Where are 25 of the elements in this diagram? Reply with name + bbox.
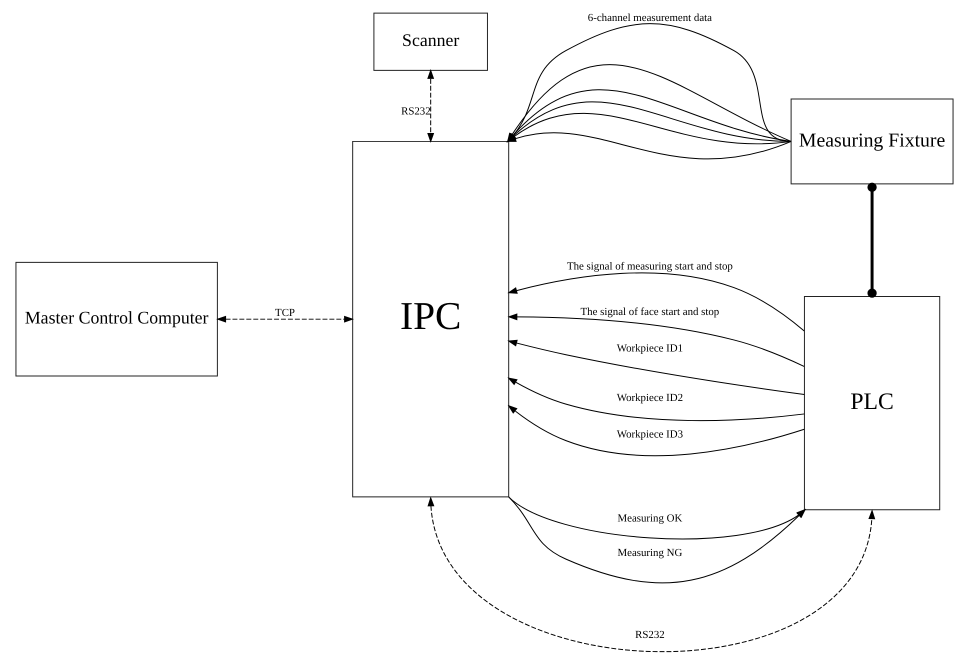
- node-box: Master Control Computer: [14, 262, 218, 376]
- edge-label: Workpiece ID2: [616, 392, 683, 404]
- arrow: [506, 272, 804, 332]
- arrow: [426, 496, 875, 652]
- node-box: PLC: [803, 296, 940, 510]
- node-box: Scanner: [372, 12, 488, 71]
- edge-label: The signal of face start and stop: [580, 306, 719, 318]
- arrow: [426, 69, 434, 143]
- arrow: [216, 316, 354, 323]
- edge-label: TCP: [274, 307, 294, 320]
- arrow: [506, 377, 804, 422]
- edge-label: RS232: [634, 628, 664, 641]
- edge-label: 6-channel measurement data: [587, 12, 712, 24]
- edge-label: Measuring NG: [616, 546, 682, 559]
- edge-label: RS232: [400, 105, 430, 118]
- node-box: IPC: [352, 140, 509, 498]
- arrow: [506, 340, 804, 396]
- edge-label: Measuring OK: [616, 512, 682, 524]
- edge-label: Workpiece ID3: [616, 428, 683, 440]
- edge-label: Workpiece ID1: [616, 342, 683, 355]
- connector: [866, 182, 876, 298]
- edge-label: The signal of measuring start and stop: [566, 260, 732, 273]
- node-box: Measuring Fixture: [790, 98, 954, 184]
- arrow: [507, 404, 804, 456]
- arrow: [506, 313, 804, 367]
